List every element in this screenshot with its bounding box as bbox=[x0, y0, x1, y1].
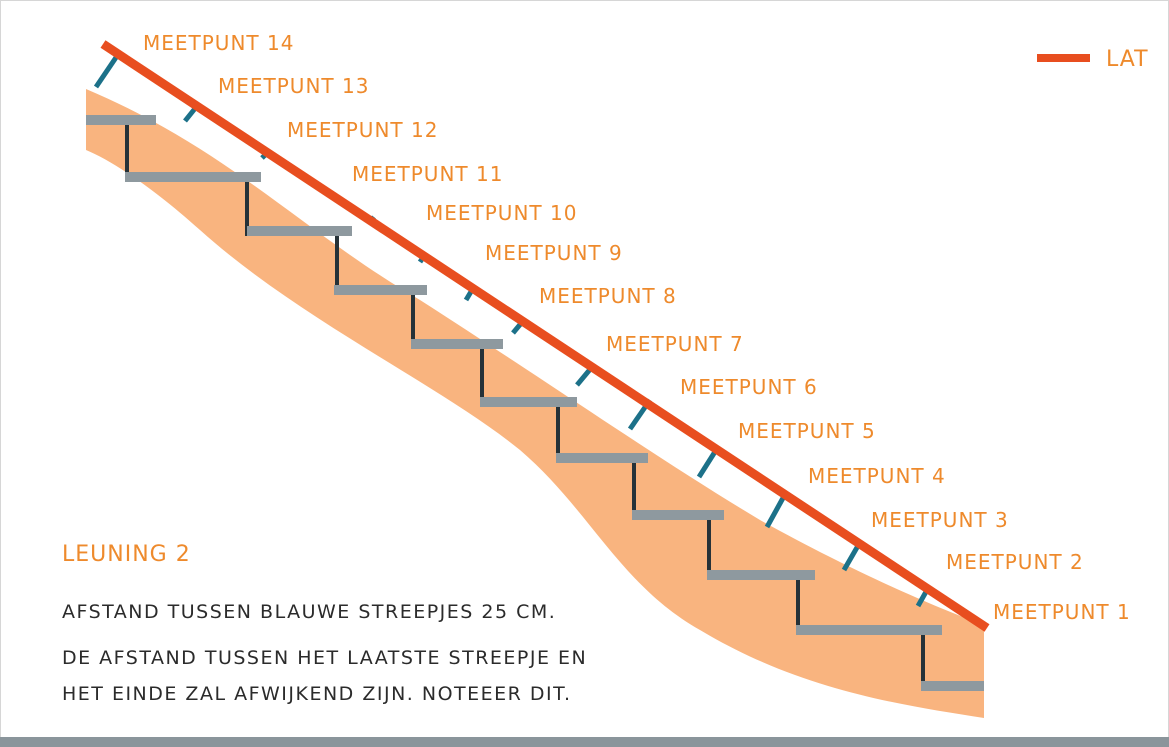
footer-bar bbox=[0, 737, 1169, 747]
meetpunt-label-5: MEETPUNT 5 bbox=[738, 419, 876, 443]
stair-steps bbox=[86, 115, 984, 691]
meetpunt-label-8: MEETPUNT 8 bbox=[539, 284, 677, 308]
step-tread bbox=[556, 453, 648, 463]
meetpunt-label-14: MEETPUNT 14 bbox=[143, 31, 294, 55]
meetpunt-label-10: MEETPUNT 10 bbox=[426, 201, 577, 225]
lat-legend-label: LAT bbox=[1106, 47, 1149, 72]
step-tread bbox=[411, 339, 503, 349]
meetpunt-labels: MEETPUNT 1 MEETPUNT 2 MEETPUNT 3 MEETPUNT 4… bbox=[143, 31, 1131, 624]
legend: LAT bbox=[1037, 47, 1149, 72]
meetpunt-label-12: MEETPUNT 12 bbox=[287, 118, 438, 142]
note-line-2: DE AFSTAND TUSSEN HET LAATSTE STREEPJE E… bbox=[62, 647, 587, 669]
step-tread bbox=[125, 172, 261, 182]
lat-bar bbox=[100, 40, 990, 632]
meetpunt-label-7: MEETPUNT 7 bbox=[606, 332, 744, 356]
step-tread bbox=[480, 397, 577, 407]
step-tread bbox=[86, 115, 156, 125]
measure-marker bbox=[764, 496, 786, 529]
measure-marker bbox=[93, 54, 120, 89]
meetpunt-label-13: MEETPUNT 13 bbox=[218, 74, 369, 98]
meetpunt-label-4: MEETPUNT 4 bbox=[808, 464, 946, 488]
step-tread bbox=[632, 510, 724, 520]
note-line-1: AFSTAND TUSSEN BLAUWE STREEPJES 25 CM. bbox=[62, 601, 556, 623]
meetpunt-label-1: MEETPUNT 1 bbox=[993, 600, 1131, 624]
step-tread bbox=[796, 625, 942, 635]
step-tread bbox=[707, 570, 815, 580]
note-line-3: HET EINDE ZAL AFWIJKEND ZIJN. NOTEEER DI… bbox=[62, 683, 572, 705]
step-tread bbox=[247, 226, 352, 236]
meetpunt-label-9: MEETPUNT 9 bbox=[485, 241, 623, 265]
measure-markers bbox=[93, 54, 930, 608]
meetpunt-label-11: MEETPUNT 11 bbox=[352, 162, 503, 186]
measure-marker bbox=[841, 542, 862, 572]
step-tread bbox=[334, 285, 427, 295]
meetpunt-label-6: MEETPUNT 6 bbox=[680, 375, 818, 399]
step-tread bbox=[921, 681, 984, 691]
diagram-title: LEUNING 2 bbox=[62, 542, 191, 567]
meetpunt-label-2: MEETPUNT 2 bbox=[946, 550, 1084, 574]
meetpunt-label-3: MEETPUNT 3 bbox=[871, 508, 1009, 532]
